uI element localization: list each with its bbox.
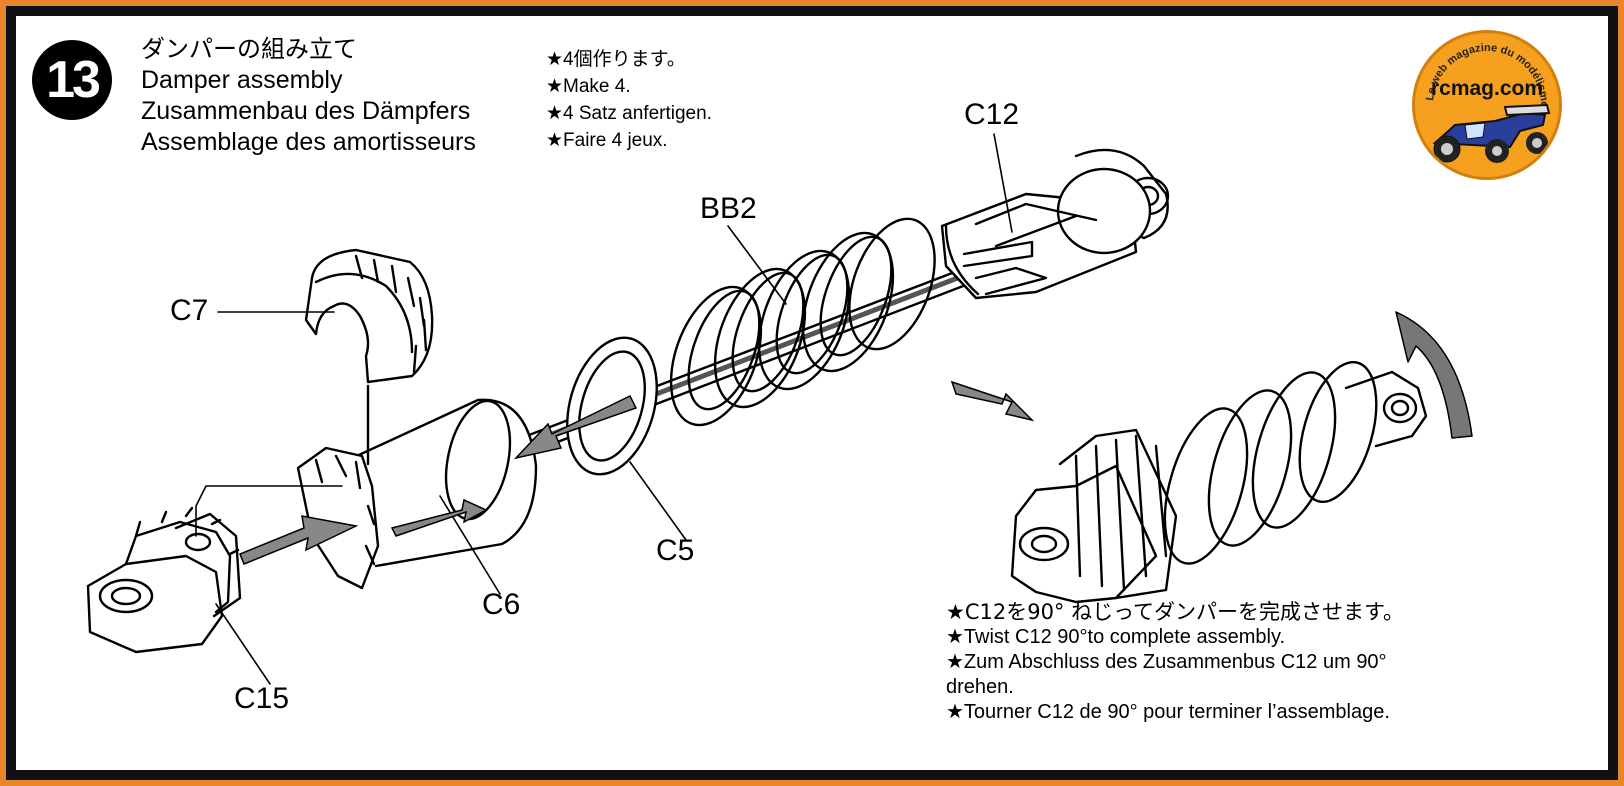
label-c7: C7	[170, 294, 209, 327]
twist-note-jp: ★C12を90° ねじってダンパーを完成させます。	[946, 600, 1404, 624]
logo-graphic: Le web magazine du modélisme	[1424, 42, 1551, 163]
make-count-de: ★4 Satz anfertigen.	[546, 103, 712, 124]
assembled-damper	[1010, 360, 1428, 604]
label-c12: C12	[964, 98, 1020, 131]
twist-note-de-2: drehen.	[946, 676, 1014, 698]
title-en: Damper assembly	[141, 66, 343, 94]
label-c15: C15	[234, 682, 290, 715]
make-count-en: ★Make 4.	[546, 76, 631, 97]
car-icon	[1432, 103, 1551, 163]
twist-instruction: ★C12を90° ねじってダンパーを完成させます。 ★Twist C12 90°…	[946, 600, 1486, 725]
label-c5: C5	[656, 534, 695, 567]
twist-note-fr: ★Tourner C12 de 90° pour terminer l’asse…	[946, 701, 1390, 723]
twist-note-en: ★Twist C12 90°to complete assembly.	[946, 626, 1286, 648]
part-bb2-spring	[669, 217, 936, 427]
title-de: Zusammenbau des Dämpfers	[141, 97, 471, 125]
part-c7-cap	[304, 248, 434, 466]
twist-arrow-icon	[1395, 311, 1473, 439]
instruction-sheet: 13 ダンパーの組み立て Damper assembly Zusammenbau…	[16, 16, 1608, 770]
rcmag-logo: Le web magazine du modélisme rcmag.com	[1412, 30, 1562, 180]
leader-lines	[195, 133, 1013, 685]
label-bb2: BB2	[700, 192, 757, 225]
make-count-note: ★4個作ります。 ★Make 4. ★4 Satz anfertigen. ★F…	[546, 46, 712, 154]
step-number-badge: 13	[32, 40, 112, 120]
title-fr: Assemblage des amortisseurs	[141, 128, 476, 156]
title-jp: ダンパーの組み立て	[141, 35, 357, 63]
make-count-fr: ★Faire 4 jeux.	[546, 130, 668, 151]
page-frame: 13 ダンパーの組み立て Damper assembly Zusammenbau…	[6, 6, 1618, 780]
damper-exploded-diagram	[86, 133, 1473, 685]
step-titles: ダンパーの組み立て Damper assembly Zusammenbau de…	[141, 34, 476, 158]
part-c12	[940, 148, 1170, 300]
insert-arrows	[239, 380, 1035, 565]
logo-wordmark: rcmag.com	[1430, 77, 1544, 100]
twist-note-de-1: ★Zum Abschluss des Zusammenbus C12 um 90…	[946, 651, 1387, 673]
part-c15-end	[86, 446, 380, 654]
label-c6: C6	[482, 588, 521, 621]
part-c6-body	[346, 398, 538, 568]
make-count-jp: ★4個作ります。	[546, 49, 686, 70]
